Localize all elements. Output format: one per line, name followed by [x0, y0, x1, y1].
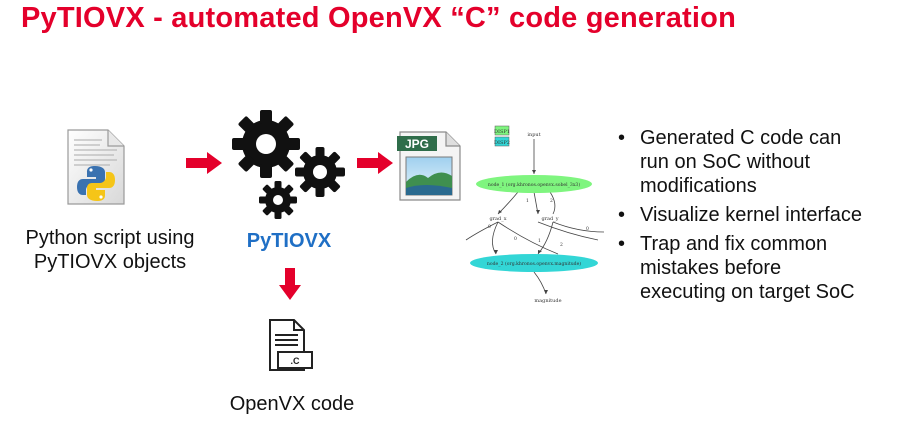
page-title: PyTIOVX - automated OpenVX “C” code gene…	[21, 2, 736, 34]
bullet-line: Visualize kernel interface	[640, 204, 862, 226]
bullet-dot: •	[618, 127, 626, 149]
disp1-label: DISP1	[494, 129, 510, 135]
arrow-down-icon	[279, 268, 301, 305]
input-label-line2: PyTIOVX objects	[33, 251, 187, 273]
disp2-label: DISP2	[494, 140, 510, 146]
grad-x-label: grad_x	[489, 216, 506, 222]
bullet-dot: •	[618, 233, 626, 255]
graph-node1-label: node_1 (org.khronos.openvx.sobel_3x3)	[488, 181, 580, 188]
edge-label: 0	[514, 236, 517, 242]
bullet-item: • Generated C code can run on SoC withou…	[612, 126, 902, 198]
bullet-item: • Trap and fix common mistakes before ex…	[612, 232, 902, 304]
arrow-right-icon	[357, 152, 393, 179]
graph-visualization-icon: DISP1 DISP2 input node_1 (org	[458, 122, 606, 312]
bullet-line: Generated C code can	[640, 127, 842, 149]
input-label-line1: Python script using	[25, 227, 195, 249]
c-file-ext: .C	[291, 356, 301, 366]
jpg-file-icon: JPG	[396, 130, 462, 202]
output-code-label: OpenVX code	[229, 393, 355, 415]
bullet-line: run on SoC without	[640, 151, 811, 173]
gears-icon	[230, 106, 352, 222]
bullet-line: Trap and fix common	[640, 233, 828, 255]
bullet-list: • Generated C code can run on SoC withou…	[612, 126, 902, 309]
graph-input-label: input	[527, 132, 540, 138]
edge-label: 1	[538, 238, 541, 244]
magnitude-label: magnitude	[534, 298, 561, 304]
edge-label: 0	[586, 226, 589, 232]
bullet-line: executing on target SoC	[640, 281, 855, 303]
python-file-icon	[62, 128, 130, 206]
jpg-ext-label: JPG	[405, 137, 429, 151]
arrow-right-icon	[186, 152, 222, 179]
tool-label: PyTIOVX	[246, 230, 332, 252]
edge-label: 0	[488, 224, 491, 230]
bullet-item: • Visualize kernel interface	[612, 203, 902, 227]
input-label: Python script using PyTIOVX objects	[5, 226, 215, 274]
edge-label: 2	[560, 242, 563, 248]
edge-label: 2	[550, 198, 553, 204]
bullet-dot: •	[618, 204, 626, 226]
c-file-icon: .C	[264, 318, 318, 374]
graph-node2-label: node_2 (org.khronos.openvx.magnitude)	[487, 260, 581, 267]
bullet-line: mistakes before	[640, 257, 782, 279]
grad-y-label: grad_y	[541, 216, 558, 222]
edge-label: 1	[526, 198, 529, 204]
bullet-line: modifications	[640, 175, 757, 197]
